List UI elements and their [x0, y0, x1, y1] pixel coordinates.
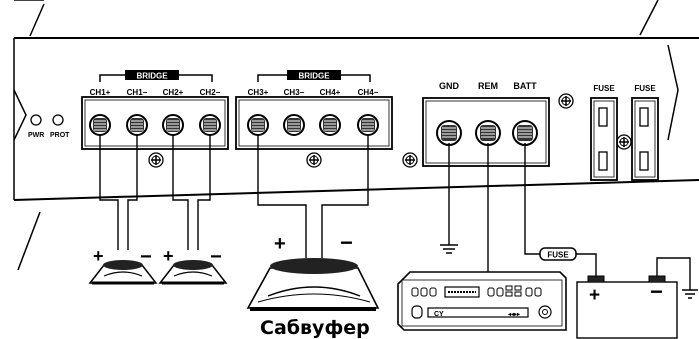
- ground-wire: [440, 143, 458, 254]
- mounting-screw-icon: [558, 93, 574, 109]
- battery-plus: +: [589, 285, 600, 306]
- speaker-left-2: + −: [158, 246, 228, 285]
- fuse-2-label: FUSE: [634, 84, 656, 93]
- speaker-left-1-minus: −: [140, 246, 152, 268]
- inline-fuse-label: FUSE: [547, 251, 569, 260]
- ch2-plus-label: CH2+: [163, 88, 184, 97]
- subwoofer: + − Сабвуфер: [246, 230, 380, 339]
- battery-ground-wire: [656, 257, 698, 299]
- speaker-left-2-plus: +: [163, 246, 174, 266]
- ch3-plus-label: CH3+: [248, 88, 269, 97]
- terminal-ch1-plus: [89, 114, 111, 136]
- gnd-label: GND: [439, 81, 460, 91]
- speaker-wires: [99, 135, 369, 258]
- head-unit: CY ◂◂▸▸: [397, 271, 567, 331]
- ground-symbol-icon: [440, 244, 458, 254]
- mounting-screw-icon: [148, 152, 164, 168]
- ch3-minus-label: CH3−: [284, 88, 305, 97]
- bridge-bracket-2: BRIDGE CH3+ CH3− CH4+ CH4−: [248, 70, 379, 97]
- headunit-display: [444, 286, 480, 298]
- mounting-screw-icon: [306, 152, 322, 168]
- ground-symbol-icon: [682, 289, 698, 299]
- mounting-screw-icon: [402, 152, 418, 168]
- battery-minus: −: [650, 279, 663, 304]
- mounting-screw-icon: [616, 134, 632, 150]
- speaker-terminal-block-1: [81, 96, 229, 150]
- terminal-ch3-plus: [247, 114, 269, 136]
- terminal-gnd: [436, 120, 462, 146]
- amplifier-panel: [13, 0, 699, 271]
- headunit-buttons-left: [411, 287, 437, 297]
- mounting-screw-icons: [148, 93, 632, 168]
- ch2-minus-label: CH2−: [200, 88, 221, 97]
- subwoofer-plus: +: [274, 233, 286, 255]
- terminal-ch4-plus: [319, 114, 341, 136]
- amp-fuse-1: FUSE: [590, 84, 618, 181]
- rem-label: REM: [478, 81, 498, 91]
- headunit-arrows: ◂◂▸▸: [507, 312, 521, 318]
- terminal-batt: [512, 120, 538, 146]
- terminal-ch4-minus: [357, 114, 379, 136]
- terminal-screws: [89, 114, 379, 136]
- terminal-ch2-plus: [162, 114, 184, 136]
- battery: + −: [576, 275, 678, 339]
- led-pwr-label: PWR: [28, 132, 44, 139]
- speaker-terminal-block-2: [235, 96, 393, 150]
- batt-label: BATT: [513, 81, 537, 91]
- terminal-ch3-minus: [283, 114, 305, 136]
- terminal-rem: [475, 120, 501, 146]
- headunit-buttons-right: [487, 285, 542, 297]
- terminal-ch2-minus: [199, 114, 221, 136]
- ch1-plus-label: CH1+: [90, 88, 111, 97]
- led-pwr: PWR: [28, 114, 44, 139]
- bridge-2-title: BRIDGE: [298, 72, 330, 81]
- headunit-cy-label: CY: [434, 311, 444, 318]
- terminal-ch1-minus: [126, 114, 148, 136]
- speaker-left-2-minus: −: [210, 246, 222, 268]
- ch4-plus-label: CH4+: [320, 88, 341, 97]
- inline-fuse: FUSE: [539, 247, 577, 261]
- led-prot-label: PROT: [50, 132, 70, 139]
- speaker-left-1-plus: +: [93, 246, 104, 266]
- volume-knob-icon: [538, 305, 552, 319]
- subwoofer-caption: Сабвуфер: [260, 317, 370, 339]
- speaker-left-1: + −: [88, 246, 158, 285]
- ch1-minus-label: CH1−: [127, 88, 148, 97]
- fuse-1-label: FUSE: [593, 84, 615, 93]
- battery-wire: [524, 143, 597, 278]
- ch4-minus-label: CH4−: [358, 88, 379, 97]
- amp-fuse-2: FUSE: [631, 84, 659, 181]
- cassette-slot: [427, 307, 529, 318]
- bridge-bracket-1: BRIDGE CH1+ CH1− CH2+ CH2−: [90, 70, 221, 97]
- subwoofer-minus: −: [340, 230, 353, 255]
- power-terminal-block: GND REM BATT: [422, 81, 550, 167]
- bridge-1-title: BRIDGE: [136, 72, 168, 81]
- led-prot: PROT: [50, 114, 70, 139]
